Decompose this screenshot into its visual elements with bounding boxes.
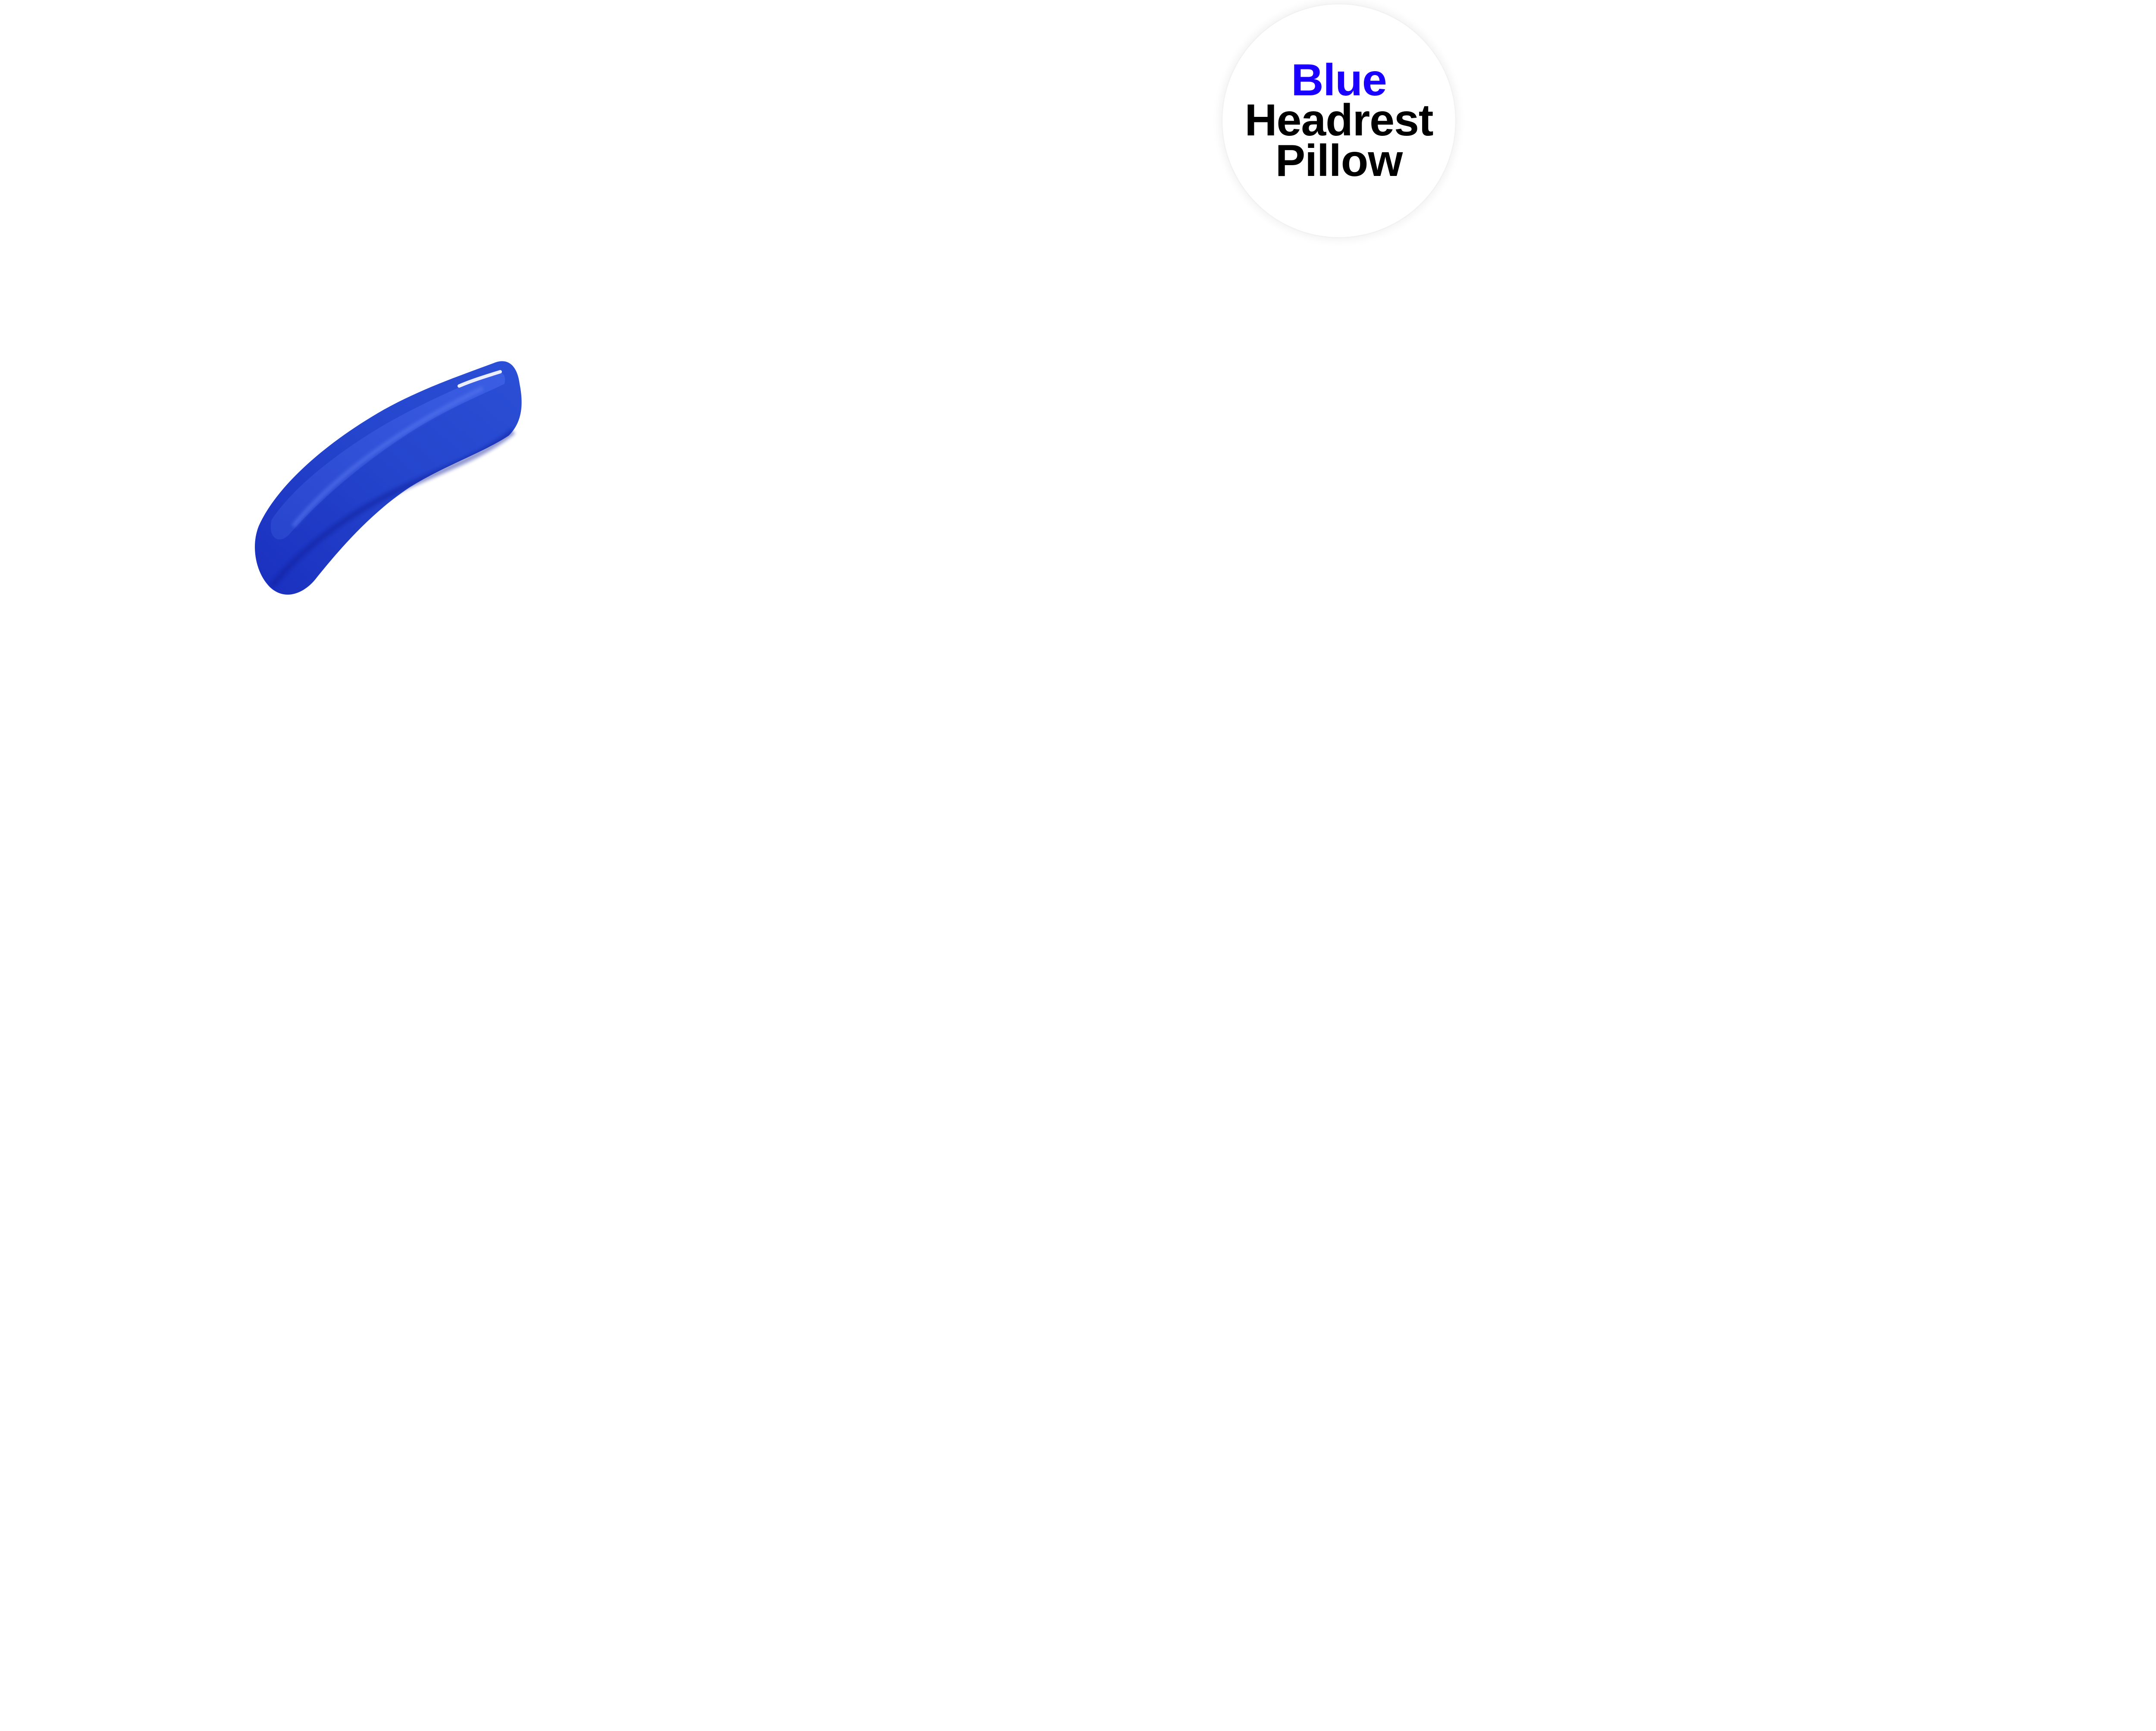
product-name-badge: Blue Headrest Pillow [1222,4,1455,237]
badge-color-word: Blue [1291,55,1387,105]
blue-headrest-pillow-image [241,345,535,612]
badge-line-pillow: Pillow [1275,135,1403,186]
badge-line-headrest: Headrest [1244,95,1433,146]
pillow-icon [255,361,522,595]
